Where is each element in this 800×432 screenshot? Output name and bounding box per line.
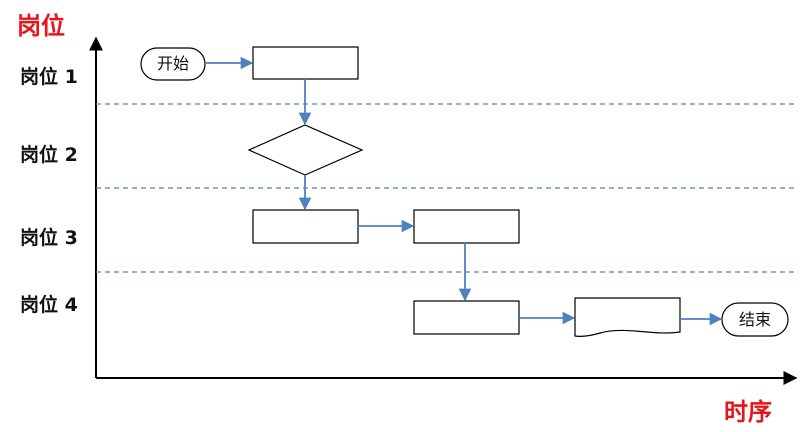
process-box-2 bbox=[252, 209, 359, 244]
process-box-1 bbox=[252, 46, 359, 80]
lane-label-1: 岗位 1 bbox=[20, 66, 78, 88]
lane-label-2: 岗位 2 bbox=[20, 144, 78, 166]
decision-diamond bbox=[247, 124, 364, 176]
lane-label-3: 岗位 3 bbox=[20, 227, 78, 249]
start-node bbox=[140, 47, 206, 81]
end-node-label: 结束 bbox=[738, 310, 772, 329]
process-box-4 bbox=[413, 300, 520, 335]
start-node-label: 开始 bbox=[156, 54, 190, 73]
process-box-3 bbox=[413, 209, 520, 244]
document-node bbox=[574, 297, 681, 337]
y-axis-title: 岗位 bbox=[17, 12, 65, 40]
x-axis-title: 时序 bbox=[724, 398, 772, 426]
lane-label-4: 岗位 4 bbox=[20, 294, 78, 316]
